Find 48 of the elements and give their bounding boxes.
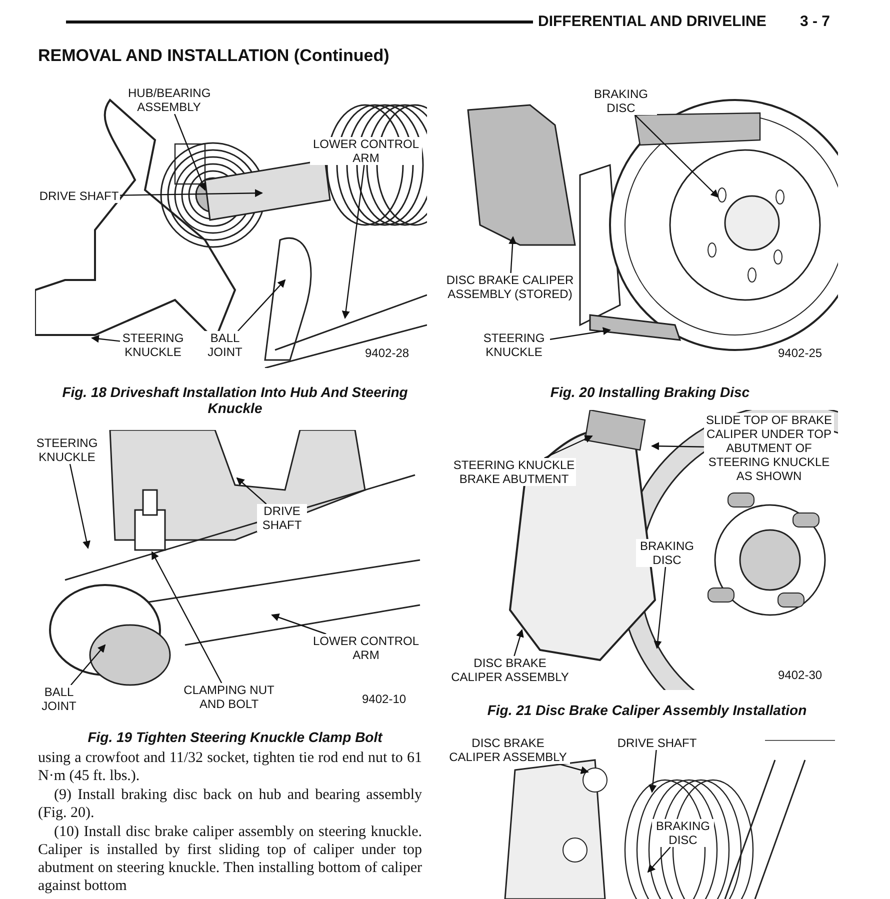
callout-label: HUB/BEARING ASSEMBLY — [128, 86, 210, 114]
leader-line — [544, 435, 593, 459]
leader-line — [654, 566, 666, 649]
figure-caption: Fig. 19 Tighten Steering Knuckle Clamp Bolt — [86, 729, 384, 745]
node-label: BALL JOINT — [208, 331, 242, 359]
leader-line — [151, 551, 222, 684]
body-text: using a crowfoot and 11/32 socket, tighten tie rod end nut to 61 N·m (45 ft. lbs.). — [38, 749, 422, 785]
leader-line — [69, 464, 90, 549]
figure-number: 9402-25 — [778, 346, 822, 360]
callout-label: DRIVE SHAFT — [257, 504, 307, 532]
callout-label: DISC BRAKE CALIPER ASSEMBLY — [450, 656, 570, 684]
figure-caption: Fig. 21 Disc Brake Caliper Assembly Installation — [486, 702, 808, 718]
callout-label: DRIVE SHAFT — [38, 189, 120, 203]
callout-label: STEERING KNUCKLE BRAKE ABUTMENT — [452, 458, 576, 486]
callout-label: STEERING KNUCKLE — [120, 331, 186, 359]
node-label: DRIVE SHAFT — [262, 504, 302, 532]
figure-caption: Fig. 18 Driveshaft Installation Into Hub And Steering Knuckle — [61, 384, 409, 416]
leader-line — [91, 334, 120, 343]
figure-number: 9402-28 — [365, 346, 410, 360]
body-text: (9) Install braking disc back on hub and bearing assembly (Fig. 20). — [38, 786, 422, 822]
leader-line — [647, 846, 671, 873]
leader-line — [236, 477, 267, 504]
leader-line — [271, 614, 326, 635]
leader-line — [120, 189, 263, 198]
callout-label: SLIDE TOP OF BRAKE CALIPER UNDER TOP ABUTMENT OF STEERING KNUCKLE AS SHOWN — [704, 413, 834, 483]
callout-label: LOWER CONTROL ARM — [310, 137, 422, 165]
leader-line — [514, 629, 524, 656]
figure-number: 9402-30 — [778, 668, 822, 682]
figure-caption: Fig. 20 Installing Braking Disc — [549, 384, 751, 400]
callout-label: DISC BRAKE CALIPER ASSEMBLY (STORED) — [445, 273, 575, 301]
leader-line — [70, 644, 106, 686]
leader-line — [508, 236, 517, 274]
section-title: REMOVAL AND INSTALLATION (Continued) — [38, 46, 390, 66]
leader-line — [237, 279, 286, 332]
page-number: 3 - 7 — [800, 13, 830, 30]
body-text: (10) Install disc brake caliper assembly on steering knuckle. Caliper is installed by first sliding top of caliper under top abutment on steering knuckle. Then installing bottom of caliper against bottom — [38, 823, 422, 895]
leader-line — [651, 442, 704, 450]
leader-line — [634, 114, 719, 198]
leader-line — [174, 114, 206, 191]
leader-line — [558, 763, 589, 774]
leader-line — [648, 750, 657, 793]
figure-number: 9402-10 — [362, 692, 406, 706]
callout-label: CLAMPING NUT AND BOLT — [182, 683, 276, 711]
running-header: DIFFERENTIAL AND DRIVELINE — [538, 13, 766, 30]
leader-line — [550, 327, 611, 340]
node-label: BRAKING DISC — [594, 87, 648, 115]
callout-label: BRAKING DISC — [652, 819, 714, 847]
node-label: BALL JOINT — [42, 685, 76, 713]
